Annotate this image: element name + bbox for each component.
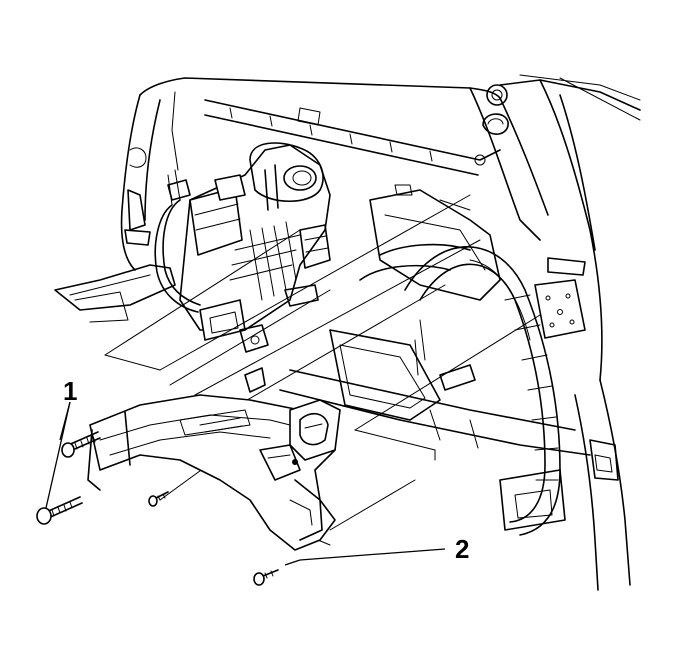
- screw-center: [148, 491, 169, 507]
- lower-trim-panel: [87, 367, 341, 551]
- fasteners: [36, 431, 279, 586]
- screw-part-2: [253, 569, 279, 586]
- callout-leaders: [45, 401, 446, 566]
- vehicle-body: [54, 74, 641, 591]
- callout-1-label: 1: [63, 376, 77, 406]
- callout-2-label: 2: [455, 534, 469, 564]
- screw-lower: [36, 496, 83, 525]
- upper-housing-assembly: [154, 142, 331, 353]
- screw-upper: [61, 431, 101, 458]
